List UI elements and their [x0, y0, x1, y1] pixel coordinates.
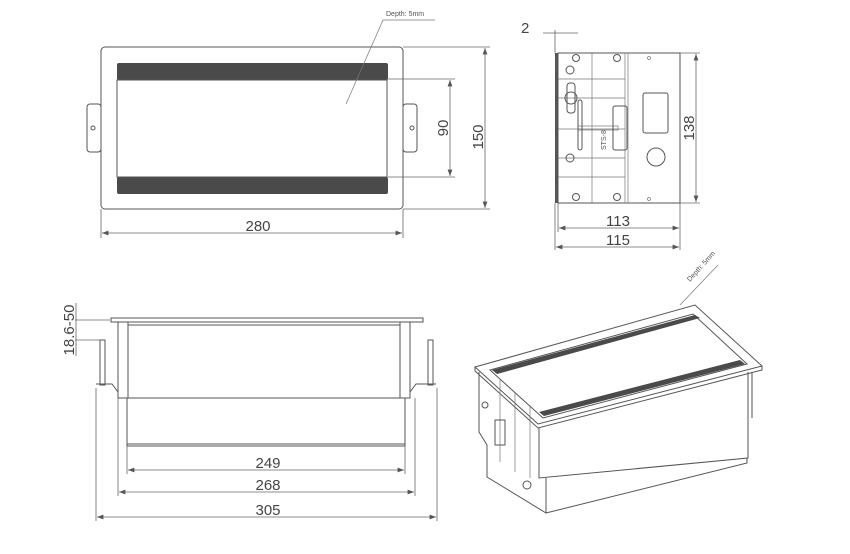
dim-height: 150 [470, 124, 487, 149]
right-clamp-post [427, 339, 434, 386]
brush-strip-top [117, 63, 388, 80]
dim-front-body: 268 [255, 477, 280, 494]
side-view: STS-8 2 138 113 115 [521, 20, 700, 250]
dim-side-height: 138 [681, 115, 698, 140]
dim-inner: 249 [255, 455, 280, 472]
brush-strip-bottom [117, 177, 388, 194]
left-clamp-post [99, 339, 106, 386]
dim-table-thickness: 18.6-50 [61, 305, 78, 356]
dim-width: 280 [245, 218, 270, 235]
iso-brush-strip-front [539, 360, 745, 416]
right-mount-tab [402, 103, 418, 153]
front-flange [110, 317, 424, 323]
left-clamp-bracket [96, 383, 119, 397]
dim-side-body: 113 [606, 213, 630, 230]
lid-opening [116, 79, 388, 178]
side-body [557, 52, 681, 204]
right-clamp-bracket [409, 383, 436, 397]
isometric-view: Depth: 5mm [473, 250, 764, 514]
dim-front-overall: 305 [255, 502, 280, 519]
svg-text:STS-8: STS-8 [601, 130, 608, 150]
screw-icon [409, 125, 415, 131]
top-view: Depth: 5mm 90 150 280 [86, 11, 490, 238]
front-lower-box [126, 397, 406, 447]
dim-side-overall: 115 [606, 232, 630, 249]
left-mount-tab [86, 103, 102, 153]
dim-opening: 90 [435, 120, 452, 137]
screw-icon [90, 125, 96, 131]
depth-note: Depth: 5mm [386, 11, 424, 18]
iso-depth-note: Depth: 5mm [686, 250, 717, 283]
flange [555, 53, 558, 203]
dim-flange: 2 [521, 20, 529, 37]
iso-brush-strip-back [492, 315, 700, 374]
iso-front-face [538, 372, 749, 479]
iso-lower-box [545, 458, 748, 514]
front-view: 18.6-50 249 268 305 [61, 303, 438, 521]
front-body [117, 321, 411, 399]
iso-side-face [478, 372, 547, 514]
